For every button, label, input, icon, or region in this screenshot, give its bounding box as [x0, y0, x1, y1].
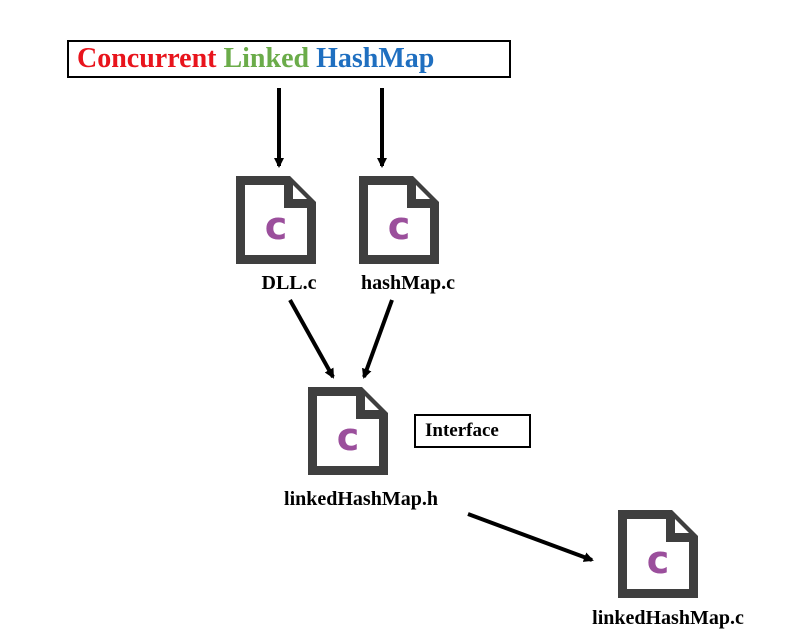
title-word-linked: Linked [223, 43, 310, 74]
arrow-header-to-impl [467, 512, 594, 562]
linkedhashmap-h-file-label: linkedHashMap.h [284, 488, 438, 510]
arrow-dll-to-header [288, 299, 335, 379]
interface-label-box: Interface [414, 414, 531, 448]
title-word-hashmap: HashMap [316, 43, 435, 74]
linkedhashmap-h-file-icon [308, 387, 388, 475]
linkedhashmap-c-file-label: linkedHashMap.c [592, 607, 744, 629]
title-word-concurrent: Concurrent [77, 43, 217, 74]
title-box: Concurrent Linked HashMap [67, 40, 511, 78]
hashmap-c-file-icon [359, 176, 439, 264]
linkedhashmap-c-file-icon [618, 510, 698, 598]
dll-file-label: DLL.c [261, 272, 317, 294]
dll-c-file-icon [236, 176, 316, 264]
arrow-hashmap-to-header [362, 299, 394, 379]
hashmap-file-label: hashMap.c [361, 272, 455, 294]
